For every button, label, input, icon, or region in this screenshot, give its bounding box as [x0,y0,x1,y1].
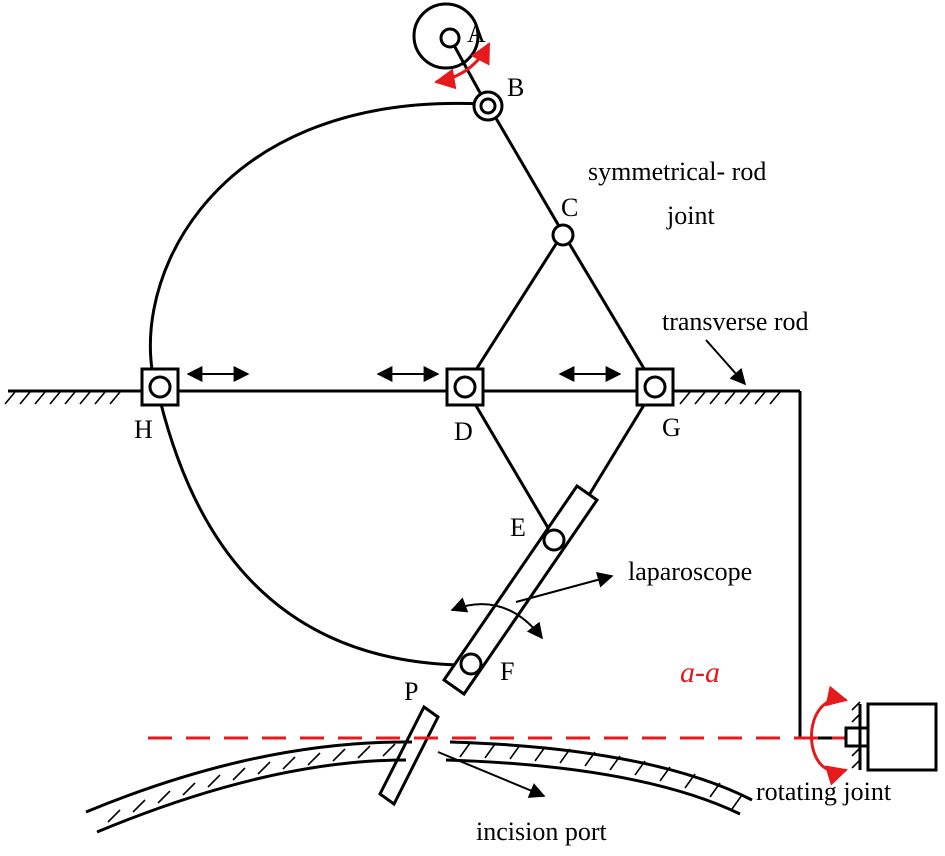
slider-D [445,367,485,407]
label-C: C [561,193,578,222]
link-CG [561,232,657,388]
link-DE [463,386,556,539]
label-transverse-rod: transverse rod [662,307,809,336]
vertical-link [798,391,852,740]
label-incision-port: incision port [476,817,607,846]
label-H: H [134,415,153,444]
joint-E [542,528,566,552]
label-E: E [510,513,526,542]
label-rotating-joint: rotating joint [756,777,892,806]
label-B: B [507,73,524,102]
rotating-joint [844,701,938,772]
arc-link-BHP [148,101,485,667]
label-P: P [404,677,418,706]
link-CD [463,232,565,388]
label-D: D [454,417,473,446]
label-laparoscope: laparoscope [628,557,752,586]
slider-H [140,367,180,407]
label-section-a-a: a-a [680,656,720,689]
pointer-transverse-rod [705,339,747,386]
link-BC [488,107,565,234]
slider-G [635,367,675,407]
ground-hatch-right [679,391,781,405]
joint-A [439,27,461,49]
label-symmetrical-rod-line2: joint [666,201,715,230]
laparoscope-rotation-arrow [450,597,543,640]
label-G: G [662,413,681,442]
pointer-incision-port [437,751,546,798]
incision-port-wall [85,740,753,834]
ground-hatch-left [4,391,121,405]
joint-B [479,97,497,115]
rotating-joint-arrow [810,685,849,786]
label-A: A [467,19,486,48]
joint-F [459,652,483,676]
label-F: F [500,657,514,686]
pointer-laparoscope [515,572,614,603]
joint-C [551,223,575,247]
crank-rotation-arrow [433,42,491,90]
label-symmetrical-rod-line1: symmetrical- rod [588,157,766,186]
